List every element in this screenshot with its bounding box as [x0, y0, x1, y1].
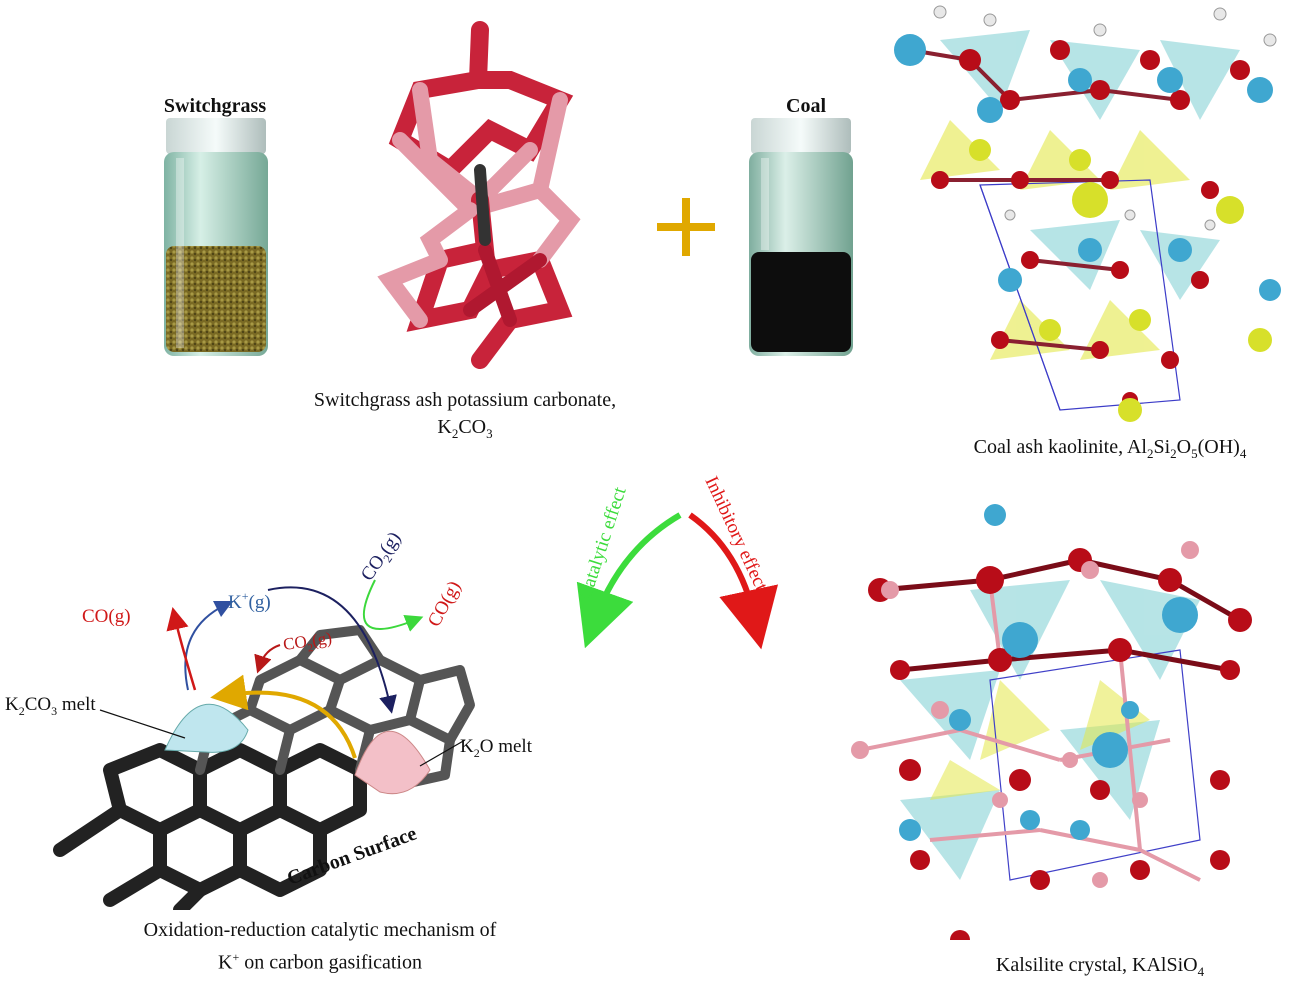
catalytic-label: Catalytic effect: [575, 484, 631, 602]
co2-mid-label: CO2(g): [282, 628, 334, 658]
k2co3-molecule: [377, 21, 581, 369]
carbon-surface-label: Carbon Surface: [284, 822, 420, 889]
k2o-melt-dome: [354, 730, 431, 795]
plus-icon: [657, 198, 715, 256]
k2o-melt-label: K2O melt: [460, 736, 533, 760]
mechanism-caption: Oxidation-reduction catalytic mechanism …: [143, 919, 497, 974]
catalytic-arrow: [576, 512, 682, 649]
coal-label: Coal: [786, 95, 826, 117]
inhibitory-arrow: [688, 512, 779, 650]
co-right-label: CO(g): [424, 578, 465, 631]
kalsilite-structure: [851, 504, 1252, 940]
k-plus-label: K+(g): [228, 589, 271, 613]
k2co3-melt-label: K2CO3 melt: [5, 694, 96, 718]
k2co3-melt-dome: [164, 703, 249, 753]
coal-vial: [749, 118, 853, 356]
k2co3-caption: Switchgrass ash potassium carbonate, K2C…: [313, 389, 617, 441]
kaolinite-caption: Coal ash kaolinite, Al2Si2O5(OH)4: [973, 436, 1247, 461]
co-left-label: CO(g): [82, 606, 131, 627]
switchgrass-vial: [164, 118, 268, 356]
mechanism-diagram: CO(g) K+(g) CO2(g) CO(g) CO2(g) K2CO3 me…: [5, 530, 533, 910]
co2-top-label: CO2(g): [357, 530, 408, 587]
kalsilite-caption: Kalsilite crystal, KAlSiO4: [995, 954, 1205, 979]
kaolinite-structure: [894, 5, 1281, 422]
switchgrass-label: Switchgrass: [163, 95, 267, 117]
effect-arrows: Catalytic effect Inhibitory effect: [575, 473, 779, 650]
